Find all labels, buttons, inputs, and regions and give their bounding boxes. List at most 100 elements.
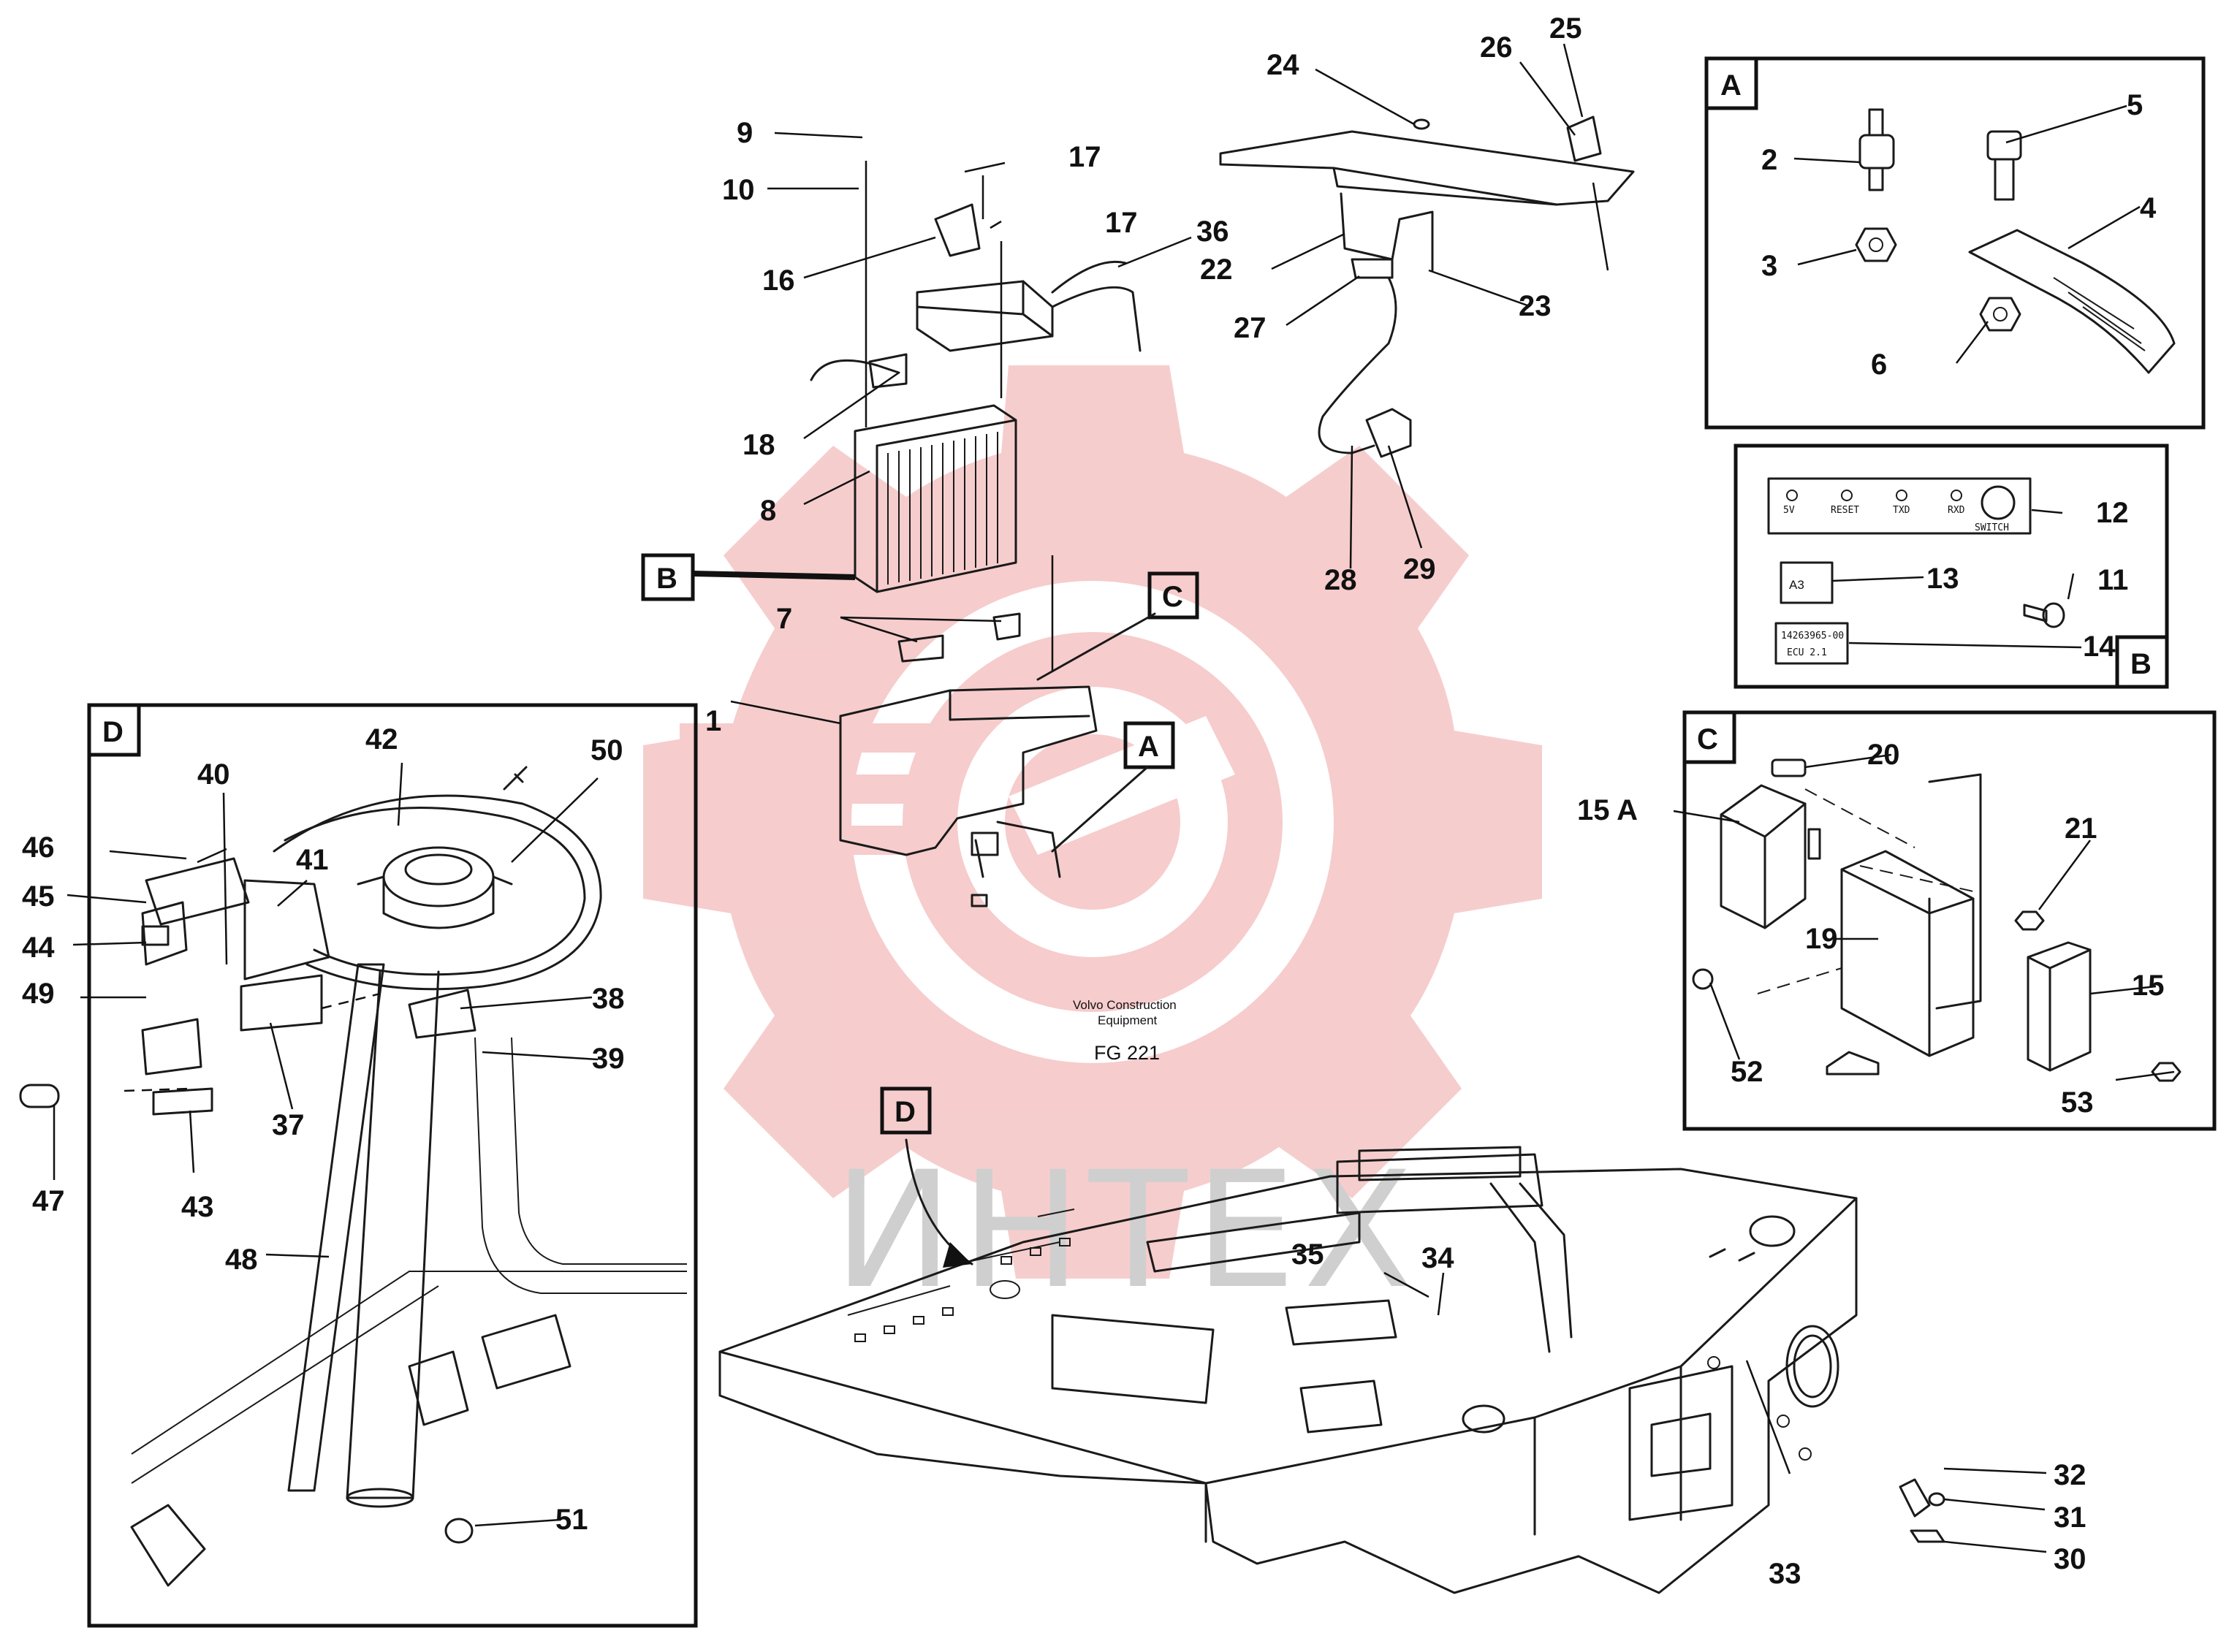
part-46: 46: [22, 831, 55, 864]
tag-13-text: A3: [1789, 578, 1804, 592]
detail-box-a-letter: A: [1720, 69, 1742, 102]
callout-box-d: [880, 1086, 932, 1135]
part-5: 5: [2127, 89, 2143, 121]
part-6: 6: [1871, 349, 1887, 381]
part-4: 4: [2140, 192, 2157, 224]
watermark-text: ИНТЕХ: [833, 1137, 1421, 1324]
bracket-19-drawing: [1826, 773, 1982, 1076]
part-12: 12: [2096, 497, 2129, 529]
detail-box-a: A: [1704, 56, 2206, 430]
cab-interior-drawing: [131, 1037, 687, 1484]
part-53: 53: [2061, 1086, 2094, 1119]
part-34: 34: [1421, 1242, 1454, 1274]
part-30: 30: [2054, 1543, 2086, 1575]
part-24: 24: [1267, 49, 1299, 81]
part-9: 9: [737, 117, 753, 149]
detail-box-b: B 5V RESET TXD RXD SWITCH A3 14263965-00…: [1734, 444, 2169, 689]
part-15: 15: [2132, 970, 2165, 1002]
part-17b: 17: [1105, 207, 1138, 239]
part-51: 51: [555, 1504, 588, 1536]
part-10: 10: [722, 174, 755, 206]
steering-column-drawing: [287, 963, 440, 1508]
part-11: 11: [2097, 564, 2128, 596]
mounting-tray-1: [839, 685, 1098, 856]
tag-14-line2: ECU 2.1: [1787, 647, 1827, 658]
panel-label-switch: SWITCH: [1975, 522, 2009, 533]
part-29: 29: [1403, 553, 1436, 585]
steering-wheel-drawing: [273, 766, 602, 991]
detail-box-d-letter: D: [102, 716, 124, 748]
part-23: 23: [1519, 290, 1552, 322]
part-41: 41: [296, 844, 329, 876]
part-16: 16: [762, 264, 795, 297]
part-37: 37: [272, 1109, 305, 1141]
panel-label-rxd: RXD: [1948, 505, 1965, 516]
part-52: 52: [1731, 1056, 1763, 1088]
detail-box-d: D: [19, 703, 698, 1628]
part-25: 25: [1549, 12, 1582, 45]
relay-15a-drawing: [1720, 784, 1821, 929]
part-47: 47: [32, 1185, 65, 1217]
callout-letter-c: C: [1162, 581, 1183, 613]
tag-14-drawing: [1774, 622, 1849, 665]
part-28: 28: [1324, 564, 1357, 596]
part-21: 21: [2065, 812, 2097, 845]
tag-14-line1: 14263965-00: [1781, 631, 1844, 642]
part-39: 39: [592, 1043, 625, 1075]
ecu-panel-drawing: [1767, 477, 2032, 535]
part-44: 44: [22, 932, 55, 964]
part-15a: 15 A: [1577, 794, 1638, 826]
frame-assembly-drawing: [718, 1146, 1945, 1594]
part-33: 33: [1769, 1558, 1801, 1590]
part-13: 13: [1926, 563, 1959, 595]
relay-15-drawing: [2027, 941, 2092, 1072]
callout-letter-b: B: [656, 563, 677, 595]
manufacturer-line1: Volvo Construction: [1073, 998, 1177, 1012]
bolt-and-strap-drawing: [1968, 130, 2176, 374]
screw-11-drawing: [2023, 602, 2065, 628]
arrow-head-d: [943, 1242, 972, 1268]
part-42: 42: [365, 723, 398, 755]
part-27: 27: [1234, 312, 1267, 344]
part-8: 8: [760, 495, 776, 527]
callout-box-b: [641, 553, 695, 601]
part-40: 40: [197, 758, 230, 791]
relay-unit: [916, 280, 1054, 352]
tag-13-drawing: [1780, 561, 1834, 604]
pedals-drawing: [130, 1314, 572, 1587]
part-3: 3: [1761, 250, 1777, 282]
watermark-gear-logo: [643, 365, 1542, 1279]
part-50: 50: [591, 734, 623, 766]
part-36: 36: [1196, 216, 1229, 248]
callout-box-a: [1123, 721, 1175, 769]
detail-box-b-letter: B: [2130, 648, 2152, 680]
switch-parts-drawing: [19, 857, 476, 1544]
part-1: 1: [705, 705, 721, 737]
part-35: 35: [1291, 1238, 1324, 1271]
part-31: 31: [2054, 1501, 2086, 1534]
panel-label-reset: RESET: [1831, 505, 1859, 516]
detail-box-c: C: [1682, 710, 2217, 1131]
part-38: 38: [592, 983, 625, 1015]
stud-bolt-drawing: [1855, 108, 1897, 262]
part-2: 2: [1761, 144, 1777, 176]
part-26: 26: [1480, 31, 1513, 64]
figure-code: FG 221: [1094, 1042, 1160, 1064]
part-45: 45: [22, 880, 55, 913]
panel-label-txd: TXD: [1893, 505, 1910, 516]
part-32: 32: [2054, 1459, 2086, 1491]
part-49: 49: [22, 978, 55, 1010]
part-22: 22: [1200, 254, 1233, 286]
callout-box-c: [1147, 571, 1199, 620]
callout-letter-d: D: [895, 1096, 916, 1128]
detail-box-c-letter: C: [1697, 723, 1718, 755]
upper-bracket-drawing: [1219, 115, 1635, 458]
callout-letter-a: A: [1138, 731, 1159, 763]
panel-label-5v: 5V: [1783, 505, 1795, 516]
part-number-labels: 1 2 3 4 5 6 7 8 9 10 11 12 13 14 15 15 A…: [22, 12, 2165, 1590]
part-14: 14: [2083, 631, 2116, 663]
part-48: 48: [225, 1244, 258, 1276]
manufacturer-line2: Equipment: [1098, 1013, 1158, 1027]
part-7: 7: [776, 603, 792, 635]
